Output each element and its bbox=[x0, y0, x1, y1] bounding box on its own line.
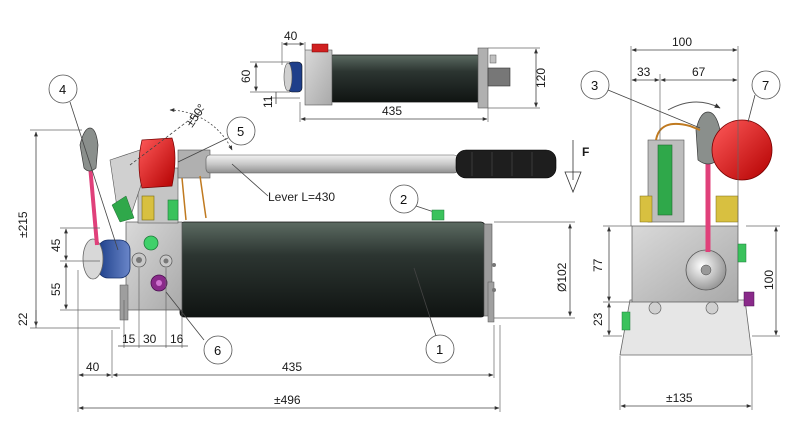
top-dim-435: 435 bbox=[382, 104, 402, 118]
side-pump-block bbox=[125, 221, 183, 311]
side-brass-fitting bbox=[141, 195, 155, 221]
front-purple-port bbox=[743, 291, 755, 307]
callout-7: 7 bbox=[762, 78, 769, 93]
side-port-left-core bbox=[136, 257, 142, 263]
front-bolt-right bbox=[705, 301, 719, 315]
front-green-port bbox=[737, 243, 747, 263]
callout-circle-5 bbox=[226, 116, 256, 146]
front-green-foot bbox=[621, 311, 631, 331]
side-dimensions: ±215 45 55 22 15 30 16 40 435 ±496 bbox=[16, 129, 575, 412]
callout-3: 3 bbox=[591, 78, 598, 93]
dim-total-length: ±496 bbox=[274, 393, 301, 407]
callout-2-part bbox=[431, 209, 445, 221]
side-copper-pipe bbox=[181, 175, 207, 221]
top-red-cap bbox=[311, 43, 329, 53]
dim-tank-length: 435 bbox=[282, 360, 302, 374]
front-bolt-left bbox=[648, 301, 662, 315]
side-tank-bolt-2 bbox=[492, 288, 496, 292]
front-dimensions: 100 33 67 77 23 100 ±135 bbox=[591, 35, 780, 410]
front-brass-left bbox=[639, 195, 653, 223]
top-bracket bbox=[489, 54, 497, 64]
dim-height-45: 45 bbox=[49, 238, 63, 252]
callouts: 1 2 3 4 5 6 7 bbox=[48, 70, 781, 365]
front-dim-77: 77 bbox=[591, 258, 605, 272]
top-dim-11: 11 bbox=[261, 95, 275, 108]
front-gauge-center bbox=[700, 264, 712, 276]
callout-circle-2 bbox=[389, 184, 419, 214]
top-outlet bbox=[487, 67, 511, 87]
front-rotation-arrow bbox=[667, 101, 721, 111]
front-view bbox=[619, 101, 773, 356]
top-disc-face bbox=[283, 62, 293, 92]
side-end-bracket bbox=[487, 281, 495, 323]
front-green-arm bbox=[657, 144, 673, 216]
lever-length-label: Lever L=430 bbox=[268, 190, 335, 204]
lever-angle-label: ±50° bbox=[183, 101, 209, 129]
side-lever-grip bbox=[455, 149, 557, 179]
dim-spacing-15: 15 bbox=[122, 332, 136, 346]
top-dim-120: 120 bbox=[534, 68, 548, 88]
front-dim-67: 67 bbox=[692, 65, 706, 79]
dim-height-55: 55 bbox=[49, 282, 63, 296]
side-lever bbox=[205, 154, 459, 174]
front-copper-pipe bbox=[655, 122, 701, 141]
force-annotation: F bbox=[564, 140, 589, 194]
lever-length-annotation: Lever L=430 bbox=[231, 163, 335, 204]
front-brass-right bbox=[715, 195, 739, 223]
top-dimensions: 40 60 11 435 120 bbox=[239, 29, 548, 122]
callout-circle-6 bbox=[203, 335, 233, 365]
side-tank-bolt-1 bbox=[492, 263, 496, 267]
side-port-right-core bbox=[163, 258, 169, 264]
side-green-fitting bbox=[167, 199, 179, 221]
dim-height-22: 22 bbox=[16, 312, 30, 326]
callout-circle-4 bbox=[48, 74, 78, 104]
top-flange bbox=[477, 47, 489, 109]
dim-offset-left: 40 bbox=[86, 360, 100, 374]
front-dim-100-right: 100 bbox=[762, 270, 776, 290]
callout-circle-3 bbox=[580, 70, 610, 100]
dim-tank-diameter: Ø102 bbox=[555, 262, 569, 292]
callout-1: 1 bbox=[436, 342, 443, 357]
side-tank bbox=[179, 221, 486, 318]
dim-spacing-16: 16 bbox=[170, 332, 184, 346]
callout-4: 4 bbox=[59, 82, 66, 97]
front-red-reservoir bbox=[711, 119, 773, 181]
callout-2: 2 bbox=[400, 192, 407, 207]
front-dim-23: 23 bbox=[591, 312, 605, 326]
side-disc-face bbox=[82, 238, 104, 280]
top-block bbox=[304, 49, 333, 106]
side-selector-knob bbox=[79, 127, 99, 172]
top-dim-60: 60 bbox=[239, 69, 253, 83]
side-green-knob bbox=[143, 235, 159, 251]
dim-height-total: ±215 bbox=[16, 211, 30, 238]
front-base bbox=[619, 299, 753, 356]
dim-spacing-30: 30 bbox=[143, 332, 157, 346]
front-dim-33: 33 bbox=[637, 65, 651, 79]
front-dim-135: ±135 bbox=[666, 391, 693, 405]
side-pivot-green bbox=[111, 195, 135, 223]
callout-circle-1 bbox=[425, 334, 455, 364]
side-view bbox=[79, 127, 557, 323]
side-red-cap bbox=[138, 137, 176, 189]
top-tank bbox=[329, 54, 481, 103]
side-purple-valve-core bbox=[156, 280, 162, 286]
force-label: F bbox=[582, 145, 589, 159]
callout-5: 5 bbox=[237, 124, 244, 139]
top-dim-40: 40 bbox=[284, 29, 298, 43]
side-selector-rod bbox=[88, 164, 99, 246]
callout-circle-7 bbox=[751, 70, 781, 100]
front-dim-100-top: 100 bbox=[672, 35, 692, 49]
top-view bbox=[283, 43, 511, 109]
callout-6: 6 bbox=[214, 343, 221, 358]
